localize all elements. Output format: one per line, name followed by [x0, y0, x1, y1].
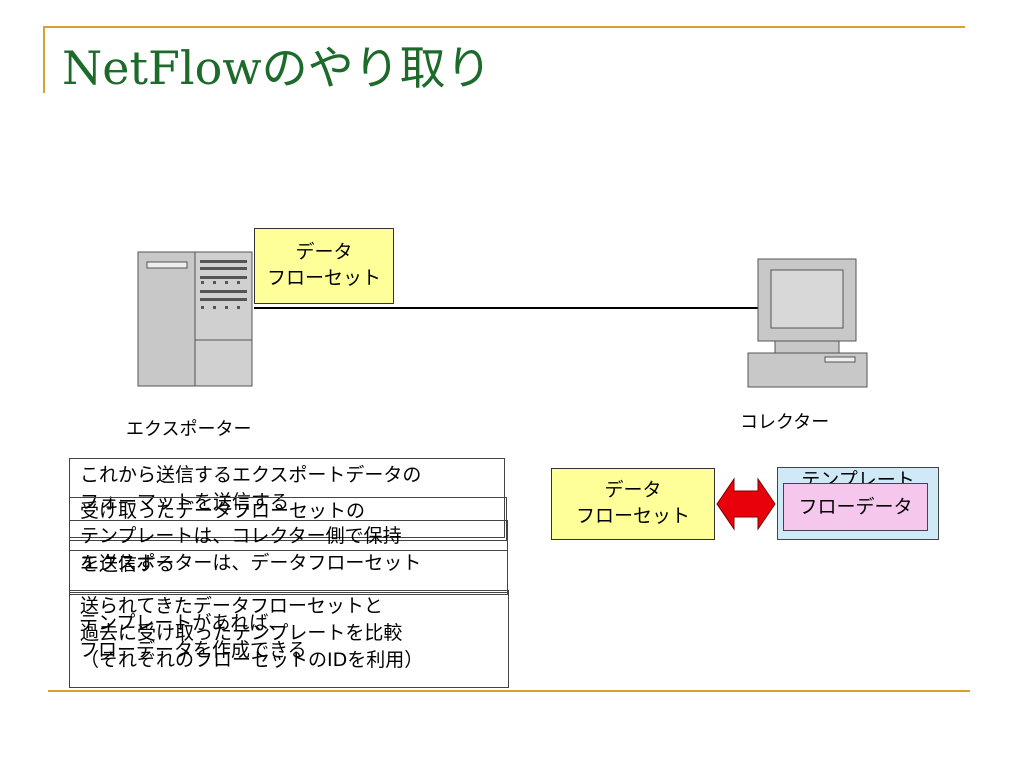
text-line: これから送信するエクスポートデータの: [80, 464, 422, 486]
computer-icon: [747, 258, 868, 388]
title-top-rule: [43, 26, 965, 28]
text-line: フォーマットを送信する: [80, 491, 290, 513]
slide-title: NetFlowのやり取り: [62, 41, 492, 95]
text-box-template-held: テンプレートは、コレクター側で保持 エクスポーターは、データフローセット: [69, 520, 508, 593]
server-icon: [137, 251, 253, 387]
text-box-received-flowset: 受け取ったデータフローセットの: [69, 497, 507, 541]
data-flowset-top-line2: フローセット: [266, 267, 381, 289]
text-box-send: を送信する: [69, 550, 508, 595]
collector-label: コレクター: [740, 412, 830, 433]
data-flowset-bottom: データ フローセット: [551, 468, 715, 540]
text-box-template-send: これから送信するエクスポートデータの フォーマットを送信する: [69, 458, 505, 538]
text-line: テンプレートは、コレクター側で保持: [80, 525, 402, 547]
data-flowset-bottom-line2: フローセット: [575, 505, 690, 527]
footer-rule: [48, 690, 970, 692]
text-line: 過去に受け取ったテンプレートを比較: [80, 622, 403, 644]
data-flowset-bottom-line1: データ: [604, 479, 662, 501]
title-left-rule: [43, 27, 45, 93]
text-line: フローデータを作成できる: [79, 639, 307, 661]
text-line: 受け取ったデータフローセットの: [80, 500, 366, 522]
data-flowset-top: データ フローセット: [254, 228, 394, 304]
exporter-label: エクスポーター: [126, 419, 252, 440]
text-box-compare: 送られてきたデータフローセットと 過去に受け取ったテンプレートを比較 （それぞれ…: [69, 590, 509, 688]
double-arrow-icon: [716, 477, 776, 531]
flow-data-box: フローデータ: [783, 483, 928, 531]
text-line: を送信する: [80, 553, 176, 575]
data-flowset-top-line1: データ: [295, 241, 353, 263]
network-link: [254, 307, 762, 309]
text-line: テンプレートがあれば、: [79, 612, 288, 634]
text-line: エクスポーターは、データフローセット: [80, 552, 422, 574]
text-box-create-flow-data: テンプレートがあれば、 フローデータを作成できる: [69, 590, 509, 688]
text-line: 送られてきたデータフローセットと: [80, 595, 383, 617]
text-line: （それぞれのフローセットのIDを利用）: [80, 649, 424, 671]
